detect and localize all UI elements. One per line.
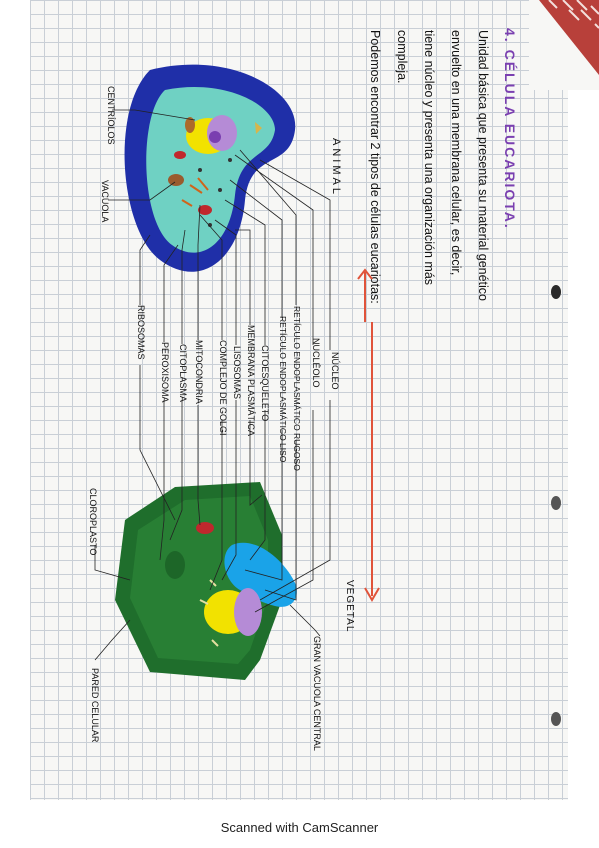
binder-hole bbox=[551, 285, 561, 299]
binder-hole bbox=[551, 712, 561, 726]
corner-pattern bbox=[529, 0, 599, 90]
binder-hole bbox=[551, 496, 561, 510]
grid-paper-sheet bbox=[30, 0, 568, 800]
animal-cell bbox=[124, 64, 296, 272]
scanner-footer: Scanned with CamScanner bbox=[220, 820, 379, 835]
plant-cell bbox=[115, 482, 297, 680]
animal-arrow bbox=[357, 268, 373, 322]
vegetal-arrow bbox=[364, 322, 380, 602]
label-connector-lines bbox=[94, 109, 331, 661]
